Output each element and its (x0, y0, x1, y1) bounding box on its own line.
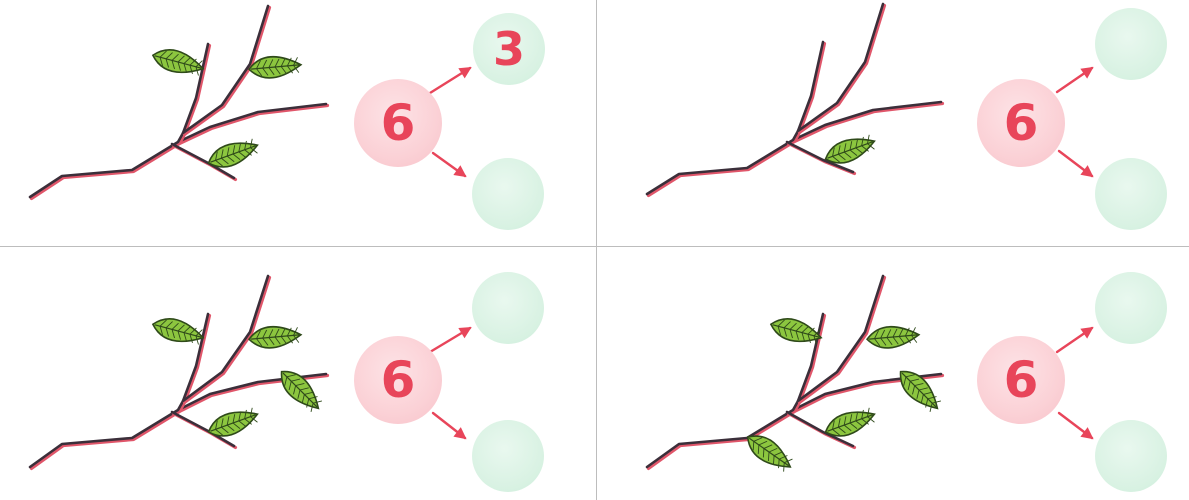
arrow-icon (1055, 66, 1094, 94)
branch-stroke (28, 102, 328, 199)
branch-shadow (29, 373, 330, 471)
branch-stroke (181, 4, 270, 135)
whole-number: 6 (1003, 94, 1039, 152)
branch-stroke (176, 312, 210, 412)
arrow-icon (1057, 411, 1094, 440)
branch-stroke (181, 274, 270, 403)
leaf-icon (769, 318, 823, 345)
branch-shadow (29, 103, 330, 201)
branch-shadow (792, 41, 827, 144)
top-part-bubble[interactable]: 3 (473, 13, 545, 85)
leaves (151, 318, 322, 437)
branch-shadow (792, 313, 827, 414)
branch-stroke (791, 312, 825, 412)
branch-with-leaves-icon (28, 274, 472, 471)
whole-number: 6 (380, 351, 416, 409)
branch-with-leaves-icon (645, 2, 1094, 198)
arrows (1055, 326, 1094, 440)
arrow-icon (428, 66, 472, 95)
branch-shadow (646, 101, 945, 198)
bottom-part-bubble[interactable] (472, 420, 544, 492)
whole-number-bubble: 6 (354, 79, 442, 167)
top-part-bubble[interactable] (472, 272, 544, 344)
branch-stroke (28, 372, 328, 469)
branch-stroke (785, 410, 855, 448)
leaf-icon (207, 138, 259, 168)
leaves (824, 134, 876, 164)
arrow-icon (431, 151, 467, 178)
whole-number: 6 (1003, 351, 1039, 409)
branch-stroke (796, 274, 885, 403)
whole-number-bubble: 6 (977, 336, 1065, 424)
panel-3: 6 (0, 248, 594, 494)
leaf-icon (824, 407, 876, 437)
panel-2: 6 (597, 0, 1189, 246)
branch-stroke (176, 42, 210, 144)
leaves (151, 49, 303, 168)
branch-shadow (797, 3, 887, 135)
arrows (428, 66, 472, 178)
leaf-icon (280, 370, 322, 412)
leaf-icon (899, 370, 941, 412)
whole-number: 6 (380, 94, 416, 152)
branch-shadow (182, 275, 272, 405)
bottom-part-bubble[interactable] (1095, 420, 1167, 492)
leaf-icon (151, 318, 205, 345)
branch-stroke (796, 2, 885, 133)
whole-number-bubble: 6 (354, 336, 442, 424)
arrow-icon (1057, 149, 1094, 178)
panel-1: 6 3 (0, 0, 594, 246)
bottom-part-bubble[interactable] (472, 158, 544, 230)
branch-with-leaves-icon (645, 274, 1094, 472)
branch-shadow (797, 275, 887, 405)
branch (645, 274, 945, 471)
arrows (1055, 66, 1094, 178)
leaf-icon (824, 134, 876, 164)
branch-shadow (182, 5, 272, 137)
leaf-icon (207, 407, 259, 437)
branch-stroke (791, 40, 825, 142)
leaf-icon (248, 56, 303, 79)
top-part-bubble[interactable] (1095, 8, 1167, 80)
branch-shadow (177, 43, 212, 146)
leaf-icon (248, 326, 303, 349)
horizontal-divider (0, 246, 1189, 247)
top-part-bubble[interactable] (1095, 272, 1167, 344)
leaf-icon (866, 326, 921, 349)
arrow-icon (1055, 326, 1094, 354)
arrow-icon (431, 411, 467, 440)
leaf-icon (746, 435, 793, 472)
branch-shadow (177, 313, 212, 414)
branch-stroke (785, 140, 855, 174)
branch-stroke (645, 372, 943, 469)
panel-4: 6 (597, 248, 1189, 494)
leaves (746, 318, 941, 472)
whole-number-bubble: 6 (977, 79, 1065, 167)
arrows (428, 326, 472, 440)
arrow-icon (428, 326, 472, 354)
vertical-divider (596, 0, 597, 500)
branch-shadow (646, 373, 945, 471)
bottom-part-bubble[interactable] (1095, 158, 1167, 230)
leaf-icon (151, 49, 205, 76)
top-part-number: 3 (492, 22, 525, 76)
branch-with-leaves-icon (28, 4, 472, 201)
branch (645, 2, 945, 198)
branch (28, 4, 330, 201)
